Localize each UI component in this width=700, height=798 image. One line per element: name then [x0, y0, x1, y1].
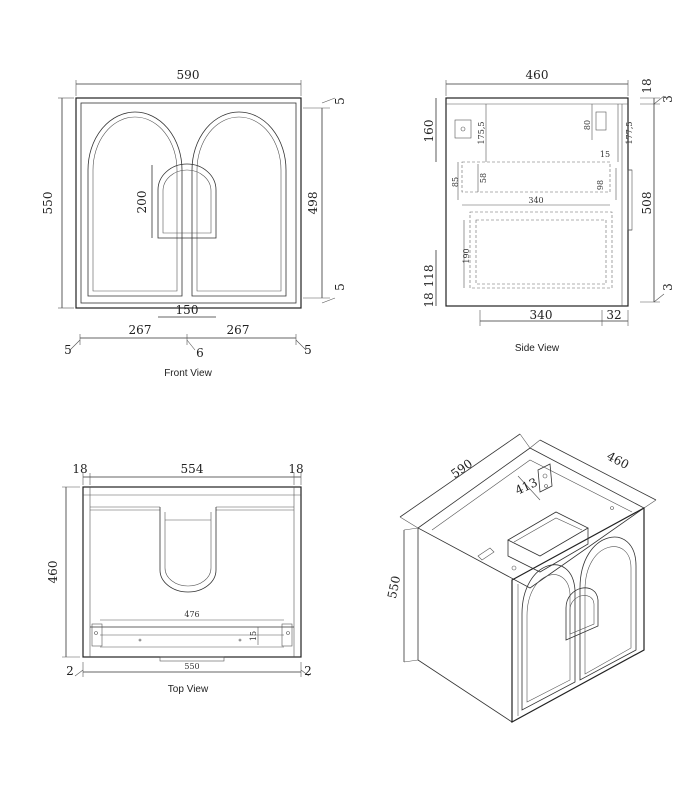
front-view-caption: Front View — [164, 368, 212, 379]
front-view: 590 550 498 5 5 200 150 267 267 5 6 5 Fr… — [41, 68, 347, 379]
side-bracket — [454, 119, 472, 139]
side-d15-label: 15 — [600, 150, 610, 159]
top-w550-label: 550 — [184, 662, 199, 671]
side-w340-label: 340 — [530, 308, 553, 322]
iso-w590-label: 590 — [448, 456, 475, 481]
front-left-width-label: 267 — [129, 323, 152, 337]
front-right-door-inner — [196, 116, 282, 292]
top-r2-label: 2 — [304, 664, 312, 678]
front-bottom-gap-label: 5 — [333, 283, 347, 291]
front-handle-height-label: 200 — [135, 191, 149, 214]
side-top-r-label: 3 — [661, 95, 675, 103]
front-mid-gap-label: 6 — [196, 346, 204, 360]
front-left-door-inner — [92, 116, 178, 292]
iso-right-door — [579, 536, 637, 681]
front-top-gap-label: 5 — [333, 97, 347, 105]
iso-front-face — [511, 506, 645, 724]
front-outer-frame — [75, 97, 302, 309]
top-outer — [82, 486, 302, 658]
side-top-label: 18 — [640, 78, 654, 93]
top-l18-label: 18 — [72, 462, 87, 476]
iso-handle — [565, 587, 599, 641]
iso-d460-label: 460 — [604, 449, 631, 472]
front-height-label: 550 — [41, 192, 55, 215]
top-w476-label: 476 — [184, 610, 199, 619]
front-inner-height-label: 498 — [306, 192, 320, 215]
iso-d413-label: 413 — [513, 475, 540, 497]
front-handle-inner — [162, 169, 212, 234]
top-view-caption: Top View — [168, 684, 209, 695]
front-handle-cutout — [157, 163, 217, 239]
iso-bracket — [537, 463, 553, 493]
side-d80-label: 80 — [583, 120, 592, 130]
side-d85-label: 85 — [451, 177, 460, 187]
side-d98-label: 98 — [596, 180, 605, 190]
iso-side-face — [417, 528, 513, 723]
front-width-label: 590 — [177, 68, 200, 82]
side-h18-label: 18 — [422, 292, 436, 307]
top-d15-label: 15 — [249, 631, 258, 641]
top-r18-label: 18 — [288, 462, 303, 476]
side-upper-drawer — [461, 161, 611, 193]
top-w554-label: 554 — [181, 462, 204, 476]
side-d190-label: 190 — [462, 248, 471, 263]
iso-h550-label: 550 — [385, 575, 403, 600]
side-lower-drawer — [469, 211, 613, 289]
side-d175a-label: 175,5 — [477, 122, 486, 145]
front-left-edge-label: 5 — [64, 343, 72, 357]
side-w32-label: 32 — [606, 308, 621, 322]
iso-left-door — [521, 564, 576, 711]
side-h508-label: 508 — [640, 192, 654, 215]
top-d460-label: 460 — [46, 561, 60, 584]
top-view: 554 18 18 460 476 15 550 2 2 Top View — [46, 462, 312, 695]
front-right-width-label: 267 — [227, 323, 250, 337]
side-view-caption: Side View — [515, 343, 560, 354]
top-handle-cutout — [159, 507, 217, 593]
front-inner-frame — [80, 102, 297, 304]
side-h118-label: 118 — [422, 265, 436, 288]
side-d175b-label: 177,5 — [625, 122, 634, 145]
front-left-door-outer — [87, 111, 183, 297]
front-right-door-outer — [191, 111, 287, 297]
side-d58-label: 58 — [479, 173, 488, 183]
side-handle-edge — [627, 169, 633, 231]
side-view: 460 160 118 18 18 3 508 3 340 32 175,5 8… — [422, 68, 675, 354]
front-handle-width-label: 150 — [176, 303, 199, 317]
side-depth-label: 460 — [526, 68, 549, 82]
side-bot-r-label: 3 — [661, 283, 675, 291]
iso-drawer — [507, 511, 589, 557]
front-right-edge-label: 5 — [304, 343, 312, 357]
side-d340-label: 340 — [528, 196, 543, 205]
side-h160-label: 160 — [422, 120, 436, 143]
top-l2-label: 2 — [66, 664, 74, 678]
isometric-view: 590 460 550 413 — [385, 433, 657, 724]
